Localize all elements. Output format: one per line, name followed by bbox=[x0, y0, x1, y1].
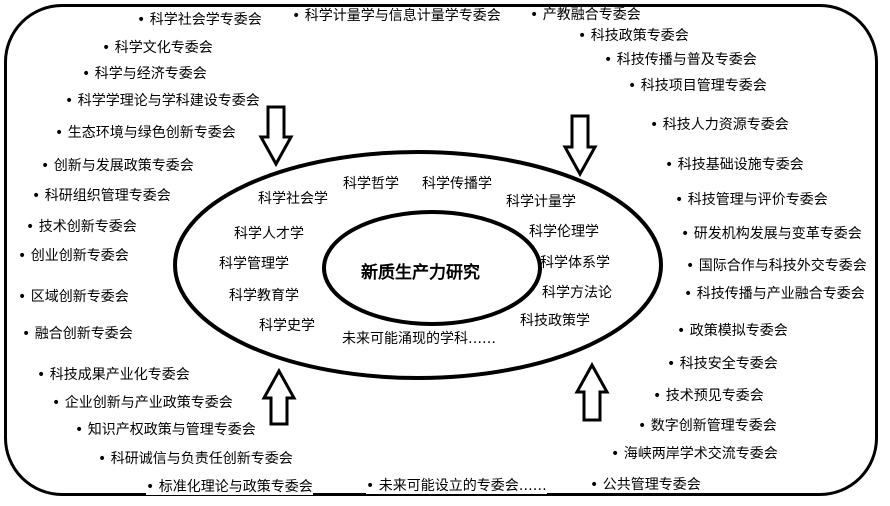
committee-label-top: • 科学计量学与信息计量学专委会 bbox=[292, 8, 501, 24]
committee-label-top: • 产教融合专委会 bbox=[530, 7, 641, 23]
committee-label-left: • 科学文化专委会 bbox=[102, 40, 213, 56]
committee-label-left: • 科技成果产业化专委会 bbox=[37, 367, 190, 383]
core-topic-title: 新质生产力研究 bbox=[361, 263, 480, 283]
committee-label-left: • 科研组织管理专委会 bbox=[32, 188, 171, 204]
arrow-down-left bbox=[258, 105, 294, 168]
discipline-label: 未来可能涌现的学科…… bbox=[342, 331, 496, 347]
discipline-label: 科学教育学 bbox=[229, 288, 299, 304]
committee-label-left: • 科学与经济专委会 bbox=[82, 66, 207, 82]
committee-label-right: • 科技政策专委会 bbox=[578, 28, 689, 44]
committee-label-left: • 标准化理论与政策专委会 bbox=[146, 479, 313, 495]
committee-label-left: • 生态环境与绿色创新专委会 bbox=[55, 125, 236, 141]
outer-ellipse bbox=[173, 150, 663, 380]
committee-label-right: • 科技管理与评价专委会 bbox=[675, 192, 828, 208]
discipline-label: 科技政策学 bbox=[520, 313, 590, 329]
committee-label-right: • 科技人力资源专委会 bbox=[650, 117, 789, 133]
discipline-label: 科学计量学 bbox=[506, 194, 576, 210]
discipline-label: 科学方法论 bbox=[542, 285, 612, 301]
discipline-label: 科学体系学 bbox=[540, 255, 610, 271]
committee-label-left: • 区域创新专委会 bbox=[18, 289, 129, 305]
committee-label-left: • 创新与发展政策专委会 bbox=[41, 158, 194, 174]
committee-label-left: • 企业创新与产业政策专委会 bbox=[52, 395, 233, 411]
discipline-label: 科学管理学 bbox=[219, 256, 289, 272]
discipline-label: 科学伦理学 bbox=[529, 224, 599, 240]
committee-label-right: • 科技基础设施专委会 bbox=[665, 157, 804, 173]
discipline-label: 科学人才学 bbox=[234, 226, 304, 242]
committee-label-right: • 公共管理专委会 bbox=[590, 477, 701, 493]
discipline-label: 科学社会学 bbox=[258, 191, 328, 207]
committee-label-left: • 创业创新专委会 bbox=[18, 248, 129, 264]
outer-frame bbox=[4, 4, 878, 496]
discipline-label: 科学传播学 bbox=[422, 176, 492, 192]
discipline-label: 科学史学 bbox=[259, 318, 315, 334]
committee-label-bottom: • 未来可能设立的专委会…… bbox=[366, 478, 547, 494]
arrow-up-right bbox=[574, 361, 610, 422]
committee-label-right: • 国际合作与科技外交专委会 bbox=[686, 258, 867, 274]
committee-label-right: • 科技项目管理专委会 bbox=[628, 78, 767, 94]
committee-label-right: • 研发机构发展与变革专委会 bbox=[681, 226, 862, 242]
arrow-up-left bbox=[261, 367, 297, 426]
committee-label-left: • 知识产权政策与管理专委会 bbox=[75, 422, 256, 438]
committee-label-left: • 科研诚信与负责任创新专委会 bbox=[98, 451, 293, 467]
committee-label-right: • 海峡两岸学术交流专委会 bbox=[611, 446, 778, 462]
committee-label-left: • 科学学理论与学科建设专委会 bbox=[65, 93, 260, 109]
committee-label-left: • 技术创新专委会 bbox=[26, 219, 137, 235]
committee-label-right: • 数字创新管理专委会 bbox=[638, 418, 777, 434]
committee-label-right: • 政策模拟专委会 bbox=[677, 323, 788, 339]
committee-label-right: • 科技传播与产业融合专委会 bbox=[684, 286, 865, 302]
inner-ellipse bbox=[322, 210, 542, 326]
committee-label-right: • 科技安全专委会 bbox=[667, 356, 778, 372]
committee-label-right: • 科技传播与普及专委会 bbox=[604, 52, 757, 68]
arrow-down-right bbox=[562, 114, 598, 178]
discipline-label: 科学哲学 bbox=[343, 176, 399, 192]
committee-label-left: • 融合创新专委会 bbox=[22, 326, 133, 342]
committee-label-left: • 科学社会学专委会 bbox=[137, 12, 262, 28]
committee-label-right: • 技术预见专委会 bbox=[653, 388, 764, 404]
